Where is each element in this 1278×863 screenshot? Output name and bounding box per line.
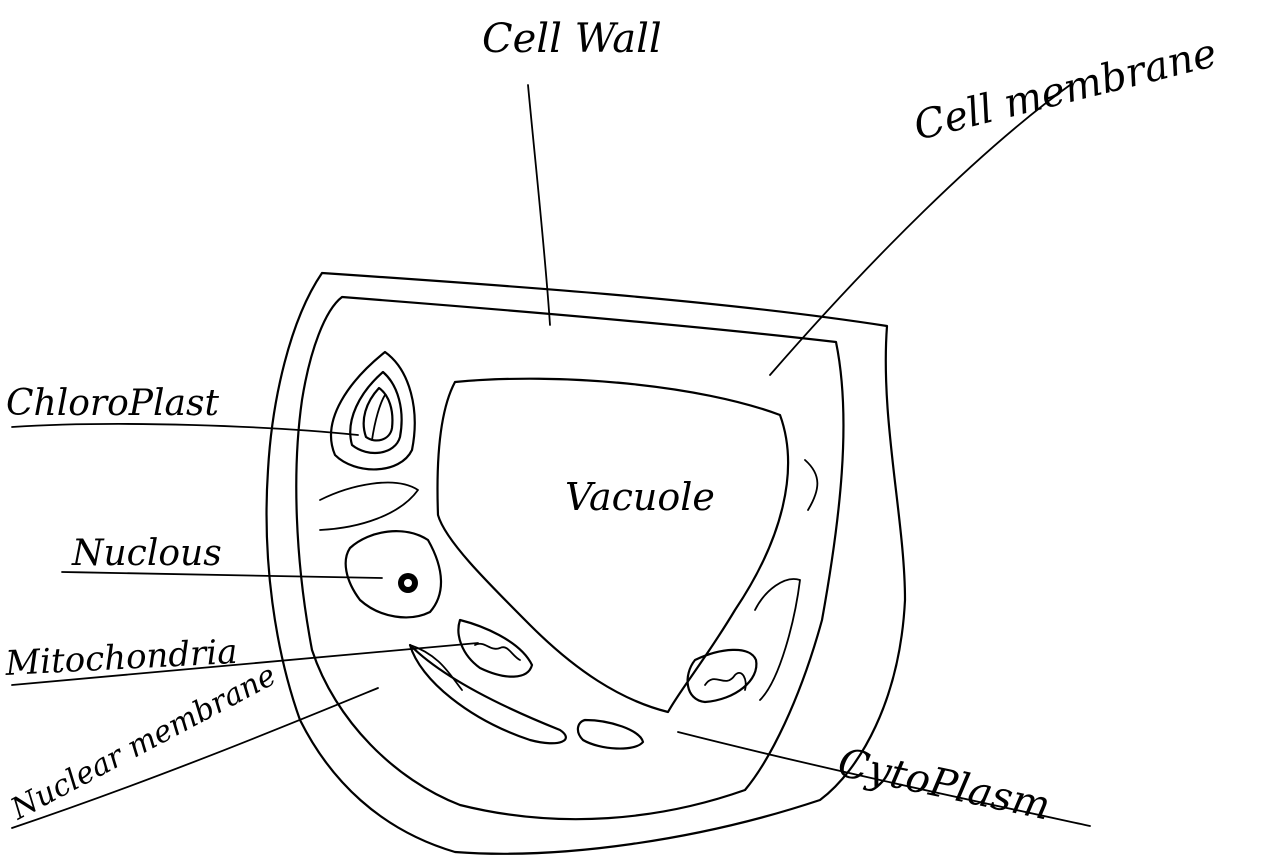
nuclear-membrane-sac [410,645,566,743]
nucleolus-center [404,579,412,587]
label-cell-wall: Cell Wall [482,16,662,62]
chloroplast-granum [372,395,385,440]
mitochondrion-right-cristae [705,673,746,690]
nucleus-outline [346,531,441,617]
label-chloroplast: ChloroPlast [6,383,219,424]
vacuole-side-curve [805,460,817,510]
label-nucleus: Nuclous [71,533,222,574]
cytoplasm-curve-right [755,579,800,700]
label-mitochondria: Mitochondria [3,632,238,684]
cytoplasm-curve-left [320,483,418,530]
cell-wall-outline [267,273,905,854]
mitochondrion-left-cristae [475,644,520,660]
small-organelle [578,720,643,749]
vacuole-outline [438,379,789,712]
leader-chloroplast [12,424,358,435]
label-cytoplasm: CytoPlasm [834,740,1054,830]
label-vacuole: Vacuole [565,475,715,519]
label-nuclear-membrane: Nuclear membrane [4,658,281,828]
label-cell-membrane: Cell membrane [909,30,1221,150]
mitochondrion-right [688,650,757,702]
